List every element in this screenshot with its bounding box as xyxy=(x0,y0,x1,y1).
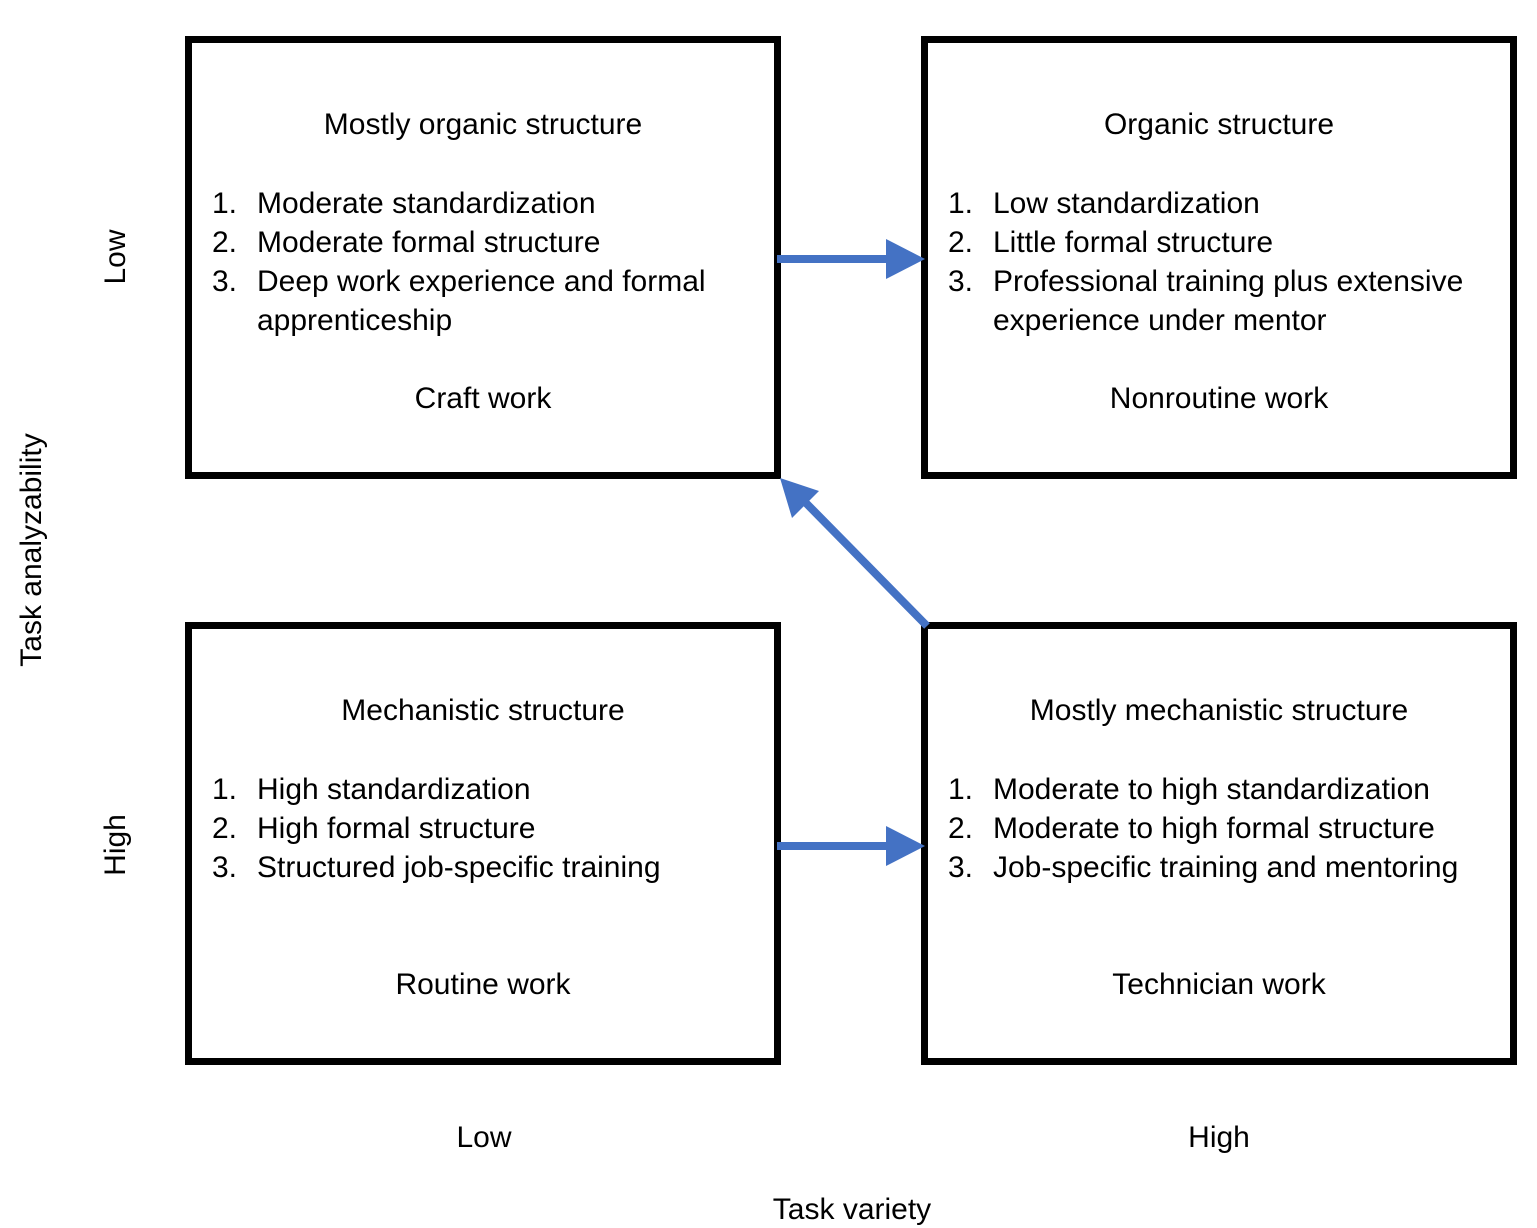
quadrant-footer: Nonroutine work xyxy=(1109,382,1329,415)
y-axis-low-label: Low xyxy=(99,229,132,285)
list-item: 2. Moderate to high formal structure xyxy=(948,809,1506,848)
quadrant-list: 1. High standardization 2. High formal s… xyxy=(212,770,780,887)
list-number: 3. xyxy=(948,851,974,884)
list-number: 2. xyxy=(212,226,238,259)
list-item: 1. Low standardization xyxy=(948,184,1506,223)
list-text: Moderate standardization xyxy=(257,187,596,220)
quadrant-list: 1. Low standardization 2. Little formal … xyxy=(948,184,1506,340)
arrowhead xyxy=(780,478,819,518)
list-number: 3. xyxy=(948,265,974,298)
list-number: 3. xyxy=(212,851,238,884)
quadrant-craft-work: Mostly organic structure 1. Moderate sta… xyxy=(185,36,781,479)
quadrant-technician-work: Mostly mechanistic structure 1. Moderate… xyxy=(921,622,1517,1065)
list-text: Little formal structure xyxy=(993,226,1274,259)
list-item: 3. Professional training plus extensive … xyxy=(948,262,1506,340)
quadrant-title: Mostly mechanistic structure xyxy=(1029,694,1409,727)
list-text: Structured job-specific training xyxy=(257,851,661,884)
list-text: Job-specific training and mentoring xyxy=(993,851,1459,884)
list-item: 2. High formal structure xyxy=(212,809,780,848)
quadrant-list: 1. Moderate to high standardization 2. M… xyxy=(948,770,1506,887)
list-text: Moderate to high standardization xyxy=(993,773,1430,806)
list-text: High formal structure xyxy=(257,812,536,845)
list-number: 1. xyxy=(212,773,238,806)
list-item: 3. Job-specific training and mentoring xyxy=(948,848,1506,887)
y-axis-high-label: High xyxy=(99,814,132,876)
quadrant-list: 1. Moderate standardization 2. Moderate … xyxy=(212,184,780,340)
quadrant-footer: Routine work xyxy=(395,968,571,1001)
arrow-technician-to-craft xyxy=(780,478,930,629)
list-number: 3. xyxy=(212,265,238,298)
arrow-craft-to-nonroutine xyxy=(777,239,925,279)
list-text: Low standardization xyxy=(993,187,1260,220)
list-text: Moderate to high formal structure xyxy=(993,812,1435,845)
list-number: 2. xyxy=(212,812,238,845)
list-item: 3. Deep work experience and formal appre… xyxy=(212,262,780,340)
quadrant-title: Mostly organic structure xyxy=(323,108,643,141)
list-item: 3. Structured job-specific training xyxy=(212,848,780,887)
list-item: 2. Little formal structure xyxy=(948,223,1506,262)
quadrant-title: Mechanistic structure xyxy=(341,694,625,727)
list-item: 1. Moderate to high standardization xyxy=(948,770,1506,809)
list-number: 1. xyxy=(948,187,974,220)
list-number: 1. xyxy=(212,187,238,220)
x-axis-low-label: Low xyxy=(456,1121,512,1154)
list-item: 1. Moderate standardization xyxy=(212,184,780,223)
list-text: Moderate formal structure xyxy=(257,226,601,259)
arrow-shaft xyxy=(803,500,930,629)
quadrant-footer: Craft work xyxy=(414,382,552,415)
list-number: 2. xyxy=(948,812,974,845)
quadrant-footer: Technician work xyxy=(1112,968,1326,1001)
quadrant-routine-work: Mechanistic structure 1. High standardiz… xyxy=(185,622,781,1065)
x-axis-high-label: High xyxy=(1188,1121,1250,1154)
quadrant-title: Organic structure xyxy=(1103,108,1335,141)
quadrant-nonroutine-work: Organic structure 1. Low standardization… xyxy=(921,36,1517,479)
list-text: Deep work experience and formal apprenti… xyxy=(257,265,706,337)
arrow-routine-to-technician xyxy=(777,826,925,866)
list-item: 1. High standardization xyxy=(212,770,780,809)
arrowhead xyxy=(886,239,925,279)
list-number: 1. xyxy=(948,773,974,806)
arrowhead xyxy=(886,826,925,866)
list-text: Professional training plus extensive exp… xyxy=(993,265,1464,337)
list-item: 2. Moderate formal structure xyxy=(212,223,780,262)
x-axis-title: Task variety xyxy=(772,1193,932,1226)
y-axis-title: Task analyzability xyxy=(15,433,48,667)
list-number: 2. xyxy=(948,226,974,259)
list-text: High standardization xyxy=(257,773,531,806)
